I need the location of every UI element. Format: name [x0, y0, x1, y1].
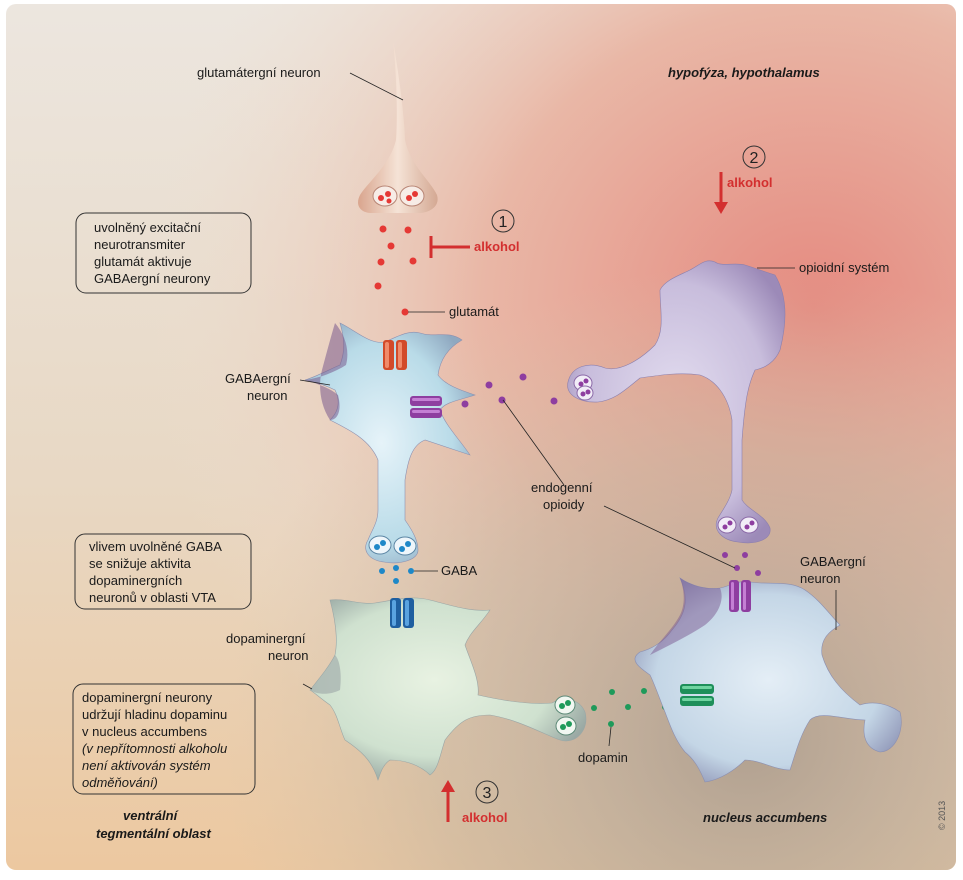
box2-line-2: se snižuje aktivita: [89, 556, 192, 571]
alcohol-1-number: 1: [499, 214, 508, 231]
credit-text: © 2013: [937, 801, 947, 830]
label-gaba: GABA: [441, 563, 477, 578]
label-vta-b: tegmentální oblast: [96, 826, 212, 841]
gabaergic-neuron-vta: [304, 322, 476, 564]
label-hypophysis: hypofýza, hypothalamus: [668, 65, 820, 80]
opioid-molecules-bottom: [722, 552, 761, 576]
dopaminergic-neuron: [309, 597, 587, 781]
label-glutamatergic-neuron: glutamátergní neuron: [197, 65, 321, 80]
box2-line-4: neuronů v oblasti VTA: [89, 590, 216, 605]
alcohol-3-label: alkohol: [462, 810, 508, 825]
glutamatergic-neuron: [358, 40, 438, 213]
info-box-2: vlivem uvolněné GABA se snižuje aktivita…: [74, 533, 252, 610]
box2-line-1: vlivem uvolněné GABA: [89, 539, 222, 554]
glutamate-molecules: [374, 225, 417, 316]
gabaergic-neuron-accumbens: [634, 577, 902, 783]
alcohol-2-label: alkohol: [727, 175, 773, 190]
alcohol-3-number: 3: [483, 785, 492, 802]
label-nucleus-accumbens: nucleus accumbens: [703, 810, 827, 825]
label-gabaergic-1a: GABAergní: [225, 371, 291, 386]
alcohol-1-label: alkohol: [474, 239, 520, 254]
label-dopaminergic-a: dopaminergní: [226, 631, 306, 646]
label-endogenous-a: endogenní: [531, 480, 593, 495]
box3-line-1: dopaminergní neurony: [82, 690, 213, 705]
box3-line-5: není aktivován systém: [82, 758, 211, 773]
label-gabaergic-2b: neuron: [800, 571, 840, 586]
opioid-receptor-accumbens: [729, 580, 751, 612]
alcohol-marker-2: 2 alkohol: [714, 145, 773, 214]
info-box-1: uvolněný excitační neurotransmiter gluta…: [75, 212, 252, 294]
label-dopaminergic-b: neuron: [268, 648, 308, 663]
label-gabaergic-2a: GABAergní: [800, 554, 866, 569]
label-glutamate: glutamát: [449, 304, 499, 319]
box3-line-6: odměňování): [82, 775, 158, 790]
box3-line-4: (v nepřítomnosti alkoholu: [82, 741, 227, 756]
label-gabaergic-1b: neuron: [247, 388, 287, 403]
alcohol-marker-1: 1 alkohol: [429, 209, 520, 258]
gaba-receptor: [390, 598, 414, 628]
alcohol-2-number: 2: [750, 150, 759, 167]
box1-line-3: glutamát aktivuje: [94, 254, 192, 269]
gaba-molecules: [379, 565, 414, 584]
opioid-system-neuron: [567, 260, 786, 544]
label-vta-a: ventrální: [123, 808, 179, 823]
box1-line-2: neurotransmiter: [94, 237, 186, 252]
info-box-3: dopaminergní neurony udržují hladinu dop…: [72, 683, 256, 795]
glutamate-receptor: [383, 340, 407, 370]
box3-line-3: v nucleus accumbens: [82, 724, 208, 739]
alcohol-marker-3: 3 alkohol: [441, 780, 508, 825]
box1-line-1: uvolněný excitační: [94, 220, 201, 235]
opioid-receptor-vta: [410, 396, 442, 418]
box2-line-3: dopaminergních: [89, 573, 182, 588]
opioid-molecules-top: [461, 373, 558, 408]
box3-line-2: udržují hladinu dopaminu: [82, 707, 227, 722]
dopamine-receptor: [680, 684, 714, 706]
label-opioid-system: opioidní systém: [799, 260, 889, 275]
label-dopamine: dopamin: [578, 750, 628, 765]
box1-line-4: GABAergní neurony: [94, 271, 211, 286]
label-endogenous-b: opioidy: [543, 497, 585, 512]
